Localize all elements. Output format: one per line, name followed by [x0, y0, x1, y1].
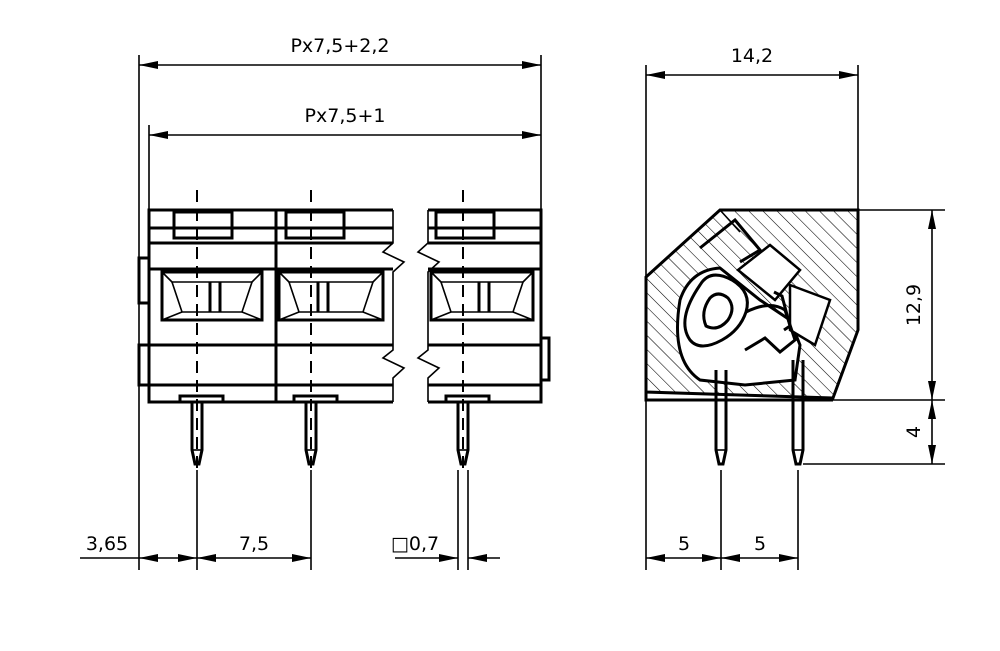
front-pin-1: [190, 402, 204, 466]
bottom-dimension-lines: [196, 470, 469, 570]
release-slot-1: [172, 210, 234, 240]
edge-to-pin-label: 3,65: [86, 533, 128, 555]
release-slot-3: [434, 210, 496, 240]
release-slot-2: [284, 210, 346, 240]
front-pin-2: [304, 402, 318, 466]
wire-entry-1: [160, 270, 264, 322]
edge-to-pin-dimension: 3,65: [80, 533, 197, 562]
spring-clamp: [683, 273, 797, 354]
pin-centerlines: [196, 190, 464, 470]
pin-spacing-right-label: 5: [754, 533, 766, 555]
depth-label: 14,2: [731, 45, 773, 67]
height-dimensions: 12,9 4: [803, 209, 945, 465]
side-pin-left: [714, 370, 728, 466]
pitch-label: 7,5: [239, 533, 269, 555]
side-pin-right: [791, 360, 805, 466]
pin-spacing-dimensions: 5 5: [646, 470, 799, 570]
wire-entry-2: [277, 270, 385, 322]
front-pin-3: [456, 402, 470, 466]
pin-length-label: 4: [903, 426, 925, 438]
front-view: Px7,5+2,2 Px7,5+1: [80, 35, 551, 570]
front-housing: [137, 208, 551, 404]
pin-spacing-left-label: 5: [678, 533, 690, 555]
body-height-label: 12,9: [903, 284, 925, 326]
body-width-dimension: Px7,5+1: [148, 105, 541, 210]
body-width-label: Px7,5+1: [305, 105, 386, 127]
wire-entry-3: [429, 270, 535, 322]
pin-size-dimension: □0,7: [391, 533, 500, 562]
pitch-dimension: 7,5: [197, 533, 311, 562]
side-view: 14,2: [644, 45, 945, 570]
pin-size-label: □0,7: [391, 533, 439, 555]
overall-width-label: Px7,5+2,2: [290, 35, 389, 57]
pin-standoffs: [178, 394, 491, 402]
overall-width-dimension: Px7,5+2,2: [138, 35, 542, 570]
side-section-body: [644, 208, 860, 402]
